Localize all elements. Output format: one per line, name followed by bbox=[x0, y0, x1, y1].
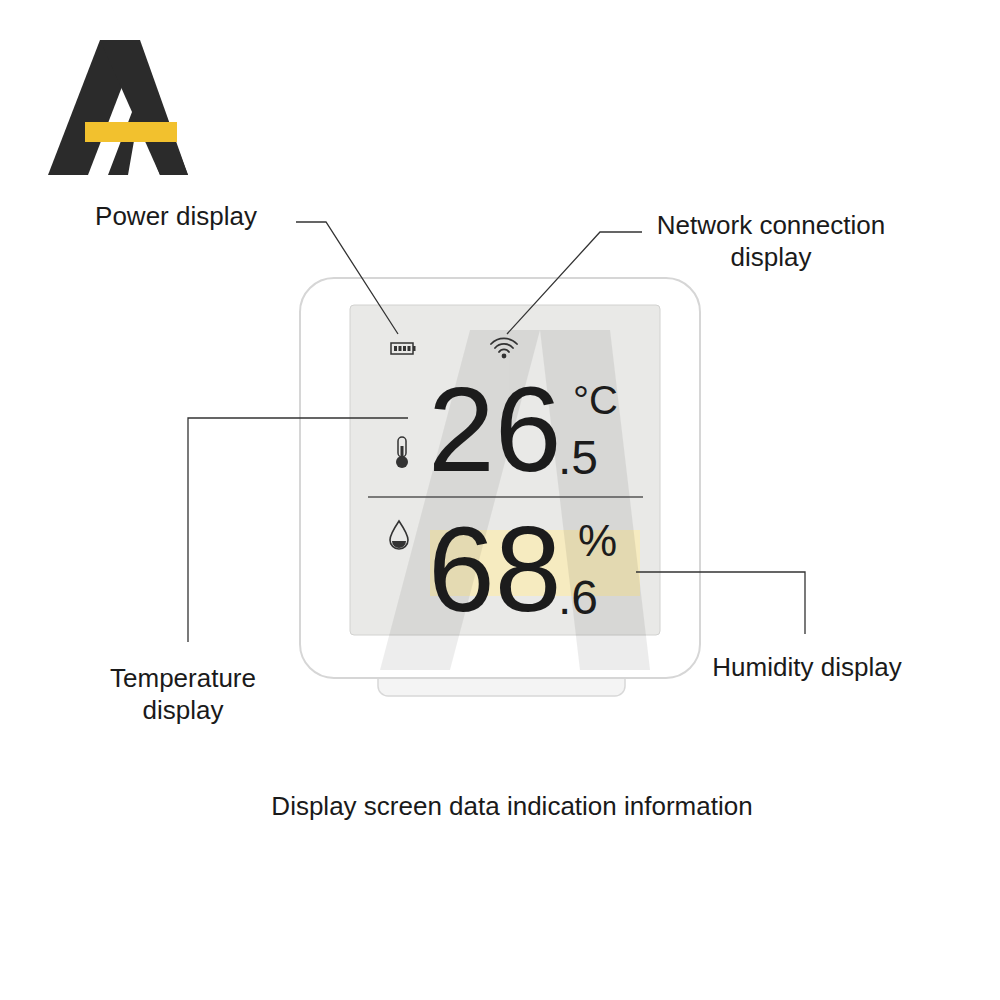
wifi-icon bbox=[491, 338, 517, 357]
callout-label: Power display bbox=[76, 200, 276, 232]
caption: Display screen data indication informati… bbox=[271, 790, 752, 822]
leader-lines bbox=[188, 222, 805, 642]
drop-fill bbox=[392, 541, 406, 548]
battery-icon bbox=[391, 343, 416, 354]
thermometer-icon bbox=[396, 437, 408, 468]
humidity-value: 68 bbox=[428, 509, 561, 629]
temperature-value: 26 bbox=[428, 369, 561, 489]
screen-divider bbox=[368, 496, 643, 498]
device-housing bbox=[300, 278, 700, 678]
callout-label: Network connection display bbox=[631, 209, 911, 273]
temperature-decimal: .5 bbox=[558, 434, 598, 482]
callout-label: Temperature display bbox=[68, 662, 298, 726]
humidity-decimal: .6 bbox=[558, 574, 598, 622]
watermark-logo bbox=[380, 330, 650, 670]
drop-icon bbox=[390, 521, 408, 549]
brand-logo bbox=[48, 40, 188, 175]
temperature-unit: °C bbox=[573, 380, 618, 420]
humidity-unit: % bbox=[578, 519, 617, 563]
callout-label: Humidity display bbox=[707, 651, 907, 683]
